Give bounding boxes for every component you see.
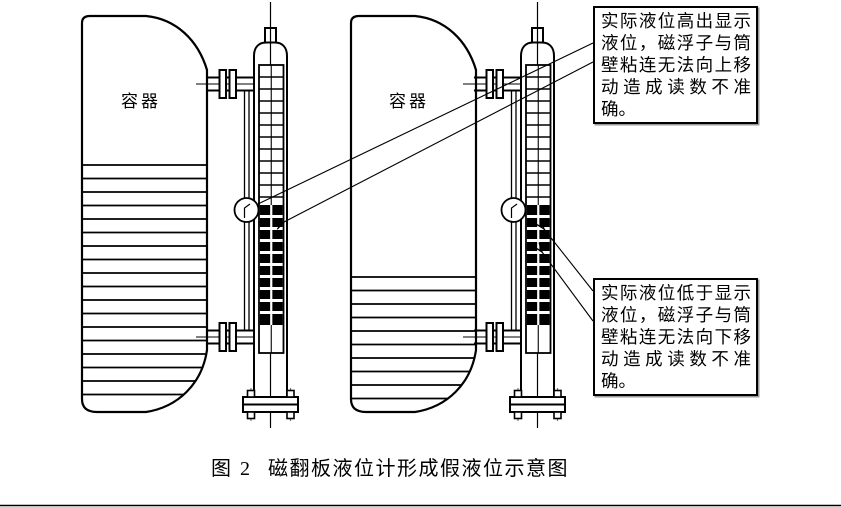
leader-top-to-float [257,42,594,205]
callout-leader-lines [257,42,594,322]
leader-bottom-to-strip-1 [544,229,594,292]
leader-bottom-to-strip-2 [542,252,594,322]
figure-number: 图 2 [211,458,252,480]
vessel-right [349,14,478,414]
vessel-left-label: 容器 [121,92,161,111]
vessel-left [80,14,209,414]
liquid-level-lines-right [351,276,476,400]
callout-actual-level-high: 实际液位高出显示液位，磁浮子与筒壁粘连无法向上移动造成读数不准确。 [593,6,758,124]
leader-top-to-strip [284,61,594,222]
liquid-level-lines-left [82,164,207,396]
callout-actual-level-low: 实际液位低于显示液位，磁浮子与筒壁粘连无法向下移动造成读数不准确。 [593,278,758,396]
gauge-unit-left [194,0,300,430]
vessel-right-label: 容器 [389,92,429,111]
figure-title: 磁翻板液位计形成假液位示意图 [268,458,569,480]
figure-caption: 图 2 磁翻板液位计形成假液位示意图 [180,452,600,481]
gauge-unit-right [461,0,567,430]
